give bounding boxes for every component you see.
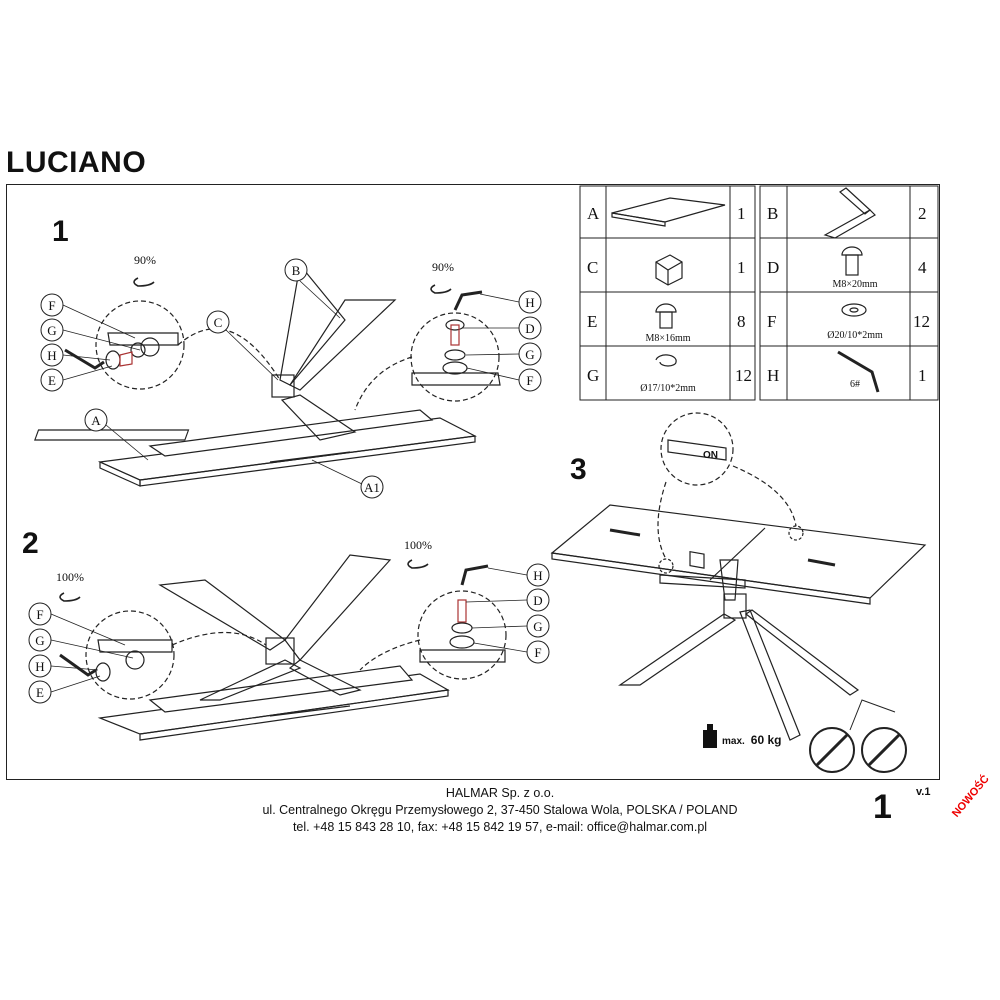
- part-letter: D: [767, 258, 780, 277]
- version-label: v.1: [916, 786, 931, 798]
- step-2-number: 2: [22, 527, 39, 560]
- max-load-label: max.: [722, 736, 745, 747]
- footer-company: HALMAR Sp. z o.o.: [445, 786, 555, 800]
- switch-on-label: ON: [703, 450, 718, 461]
- part-qty: 8: [737, 312, 746, 331]
- part-letter: E: [587, 312, 598, 331]
- step-3-number: 3: [570, 453, 587, 486]
- max-load-value: 60 kg: [750, 733, 782, 747]
- part-letter: C: [587, 258, 599, 277]
- part-letter: F: [767, 312, 777, 331]
- step2-tabletop: [97, 665, 450, 741]
- part-spec: M8×20mm: [832, 279, 878, 290]
- part-letter: B: [767, 204, 779, 223]
- part-letter: A: [587, 204, 600, 223]
- step1-legs: [271, 263, 397, 441]
- document-title: LUCIANO: [6, 146, 147, 179]
- part-qty: 1: [737, 204, 746, 223]
- step2-angle-right: 100%: [404, 538, 432, 552]
- part-qty: 4: [918, 258, 927, 277]
- instruction-frame: [6, 184, 940, 780]
- footer-address: ul. Centralnego Okręgu Przemysłowego 2, …: [262, 803, 738, 817]
- step1-angle-right: 90%: [432, 260, 454, 274]
- max-load: max. 60 kg: [722, 733, 781, 747]
- step-1-number: 1: [52, 215, 69, 248]
- part-letter: H: [767, 366, 780, 385]
- part-spec: M8×16mm: [645, 333, 691, 344]
- no-climb-icon: [861, 727, 907, 773]
- step2-angle-left: 100%: [56, 570, 84, 584]
- part-qty: 12: [913, 312, 930, 331]
- part-letter: G: [587, 366, 600, 385]
- part-spec: Ø20/10*2mm: [827, 330, 883, 341]
- weight-icon: [703, 730, 717, 748]
- page-number: 1: [873, 788, 892, 826]
- footer-contact: tel. +48 15 843 28 10, fax: +48 15 842 1…: [292, 820, 708, 834]
- part-spec: Ø17/10*2mm: [640, 383, 696, 394]
- part-qty: 1: [918, 366, 927, 385]
- step2-legs: [158, 554, 392, 701]
- part-qty: 2: [918, 204, 927, 223]
- part-qty: 12: [735, 366, 752, 385]
- part-qty: 1: [737, 258, 746, 277]
- part-spec: 6#: [850, 379, 860, 390]
- step1-angle-left: 90%: [134, 253, 156, 267]
- no-stand-icon: [809, 727, 855, 773]
- step3-table: [550, 504, 927, 741]
- step1-tabletop: [34, 409, 477, 487]
